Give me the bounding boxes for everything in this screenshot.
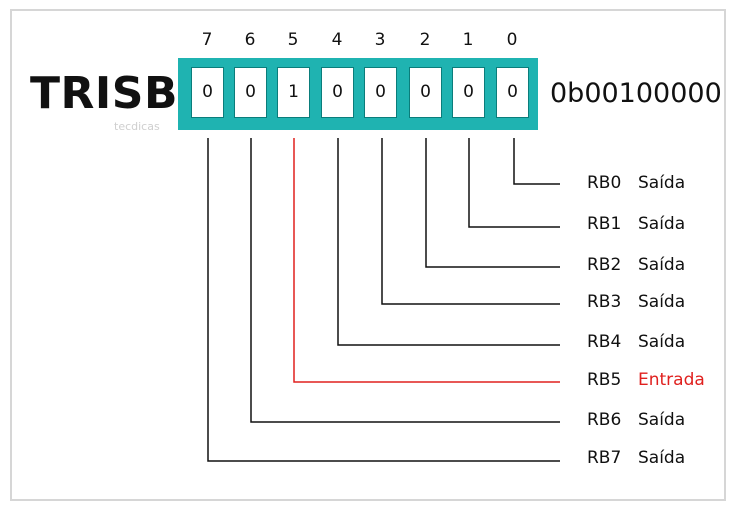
direction-label-rb6: Saída xyxy=(638,410,686,430)
bit-number-1: 1 xyxy=(462,30,474,50)
bit-cell-4: 0 xyxy=(321,67,354,118)
diagram-frame xyxy=(10,9,726,501)
connector-bit7 xyxy=(207,138,560,462)
connector-bit2 xyxy=(425,138,560,268)
direction-label-rb2: Saída xyxy=(638,255,686,275)
pin-label-rb0: RB0 xyxy=(587,173,622,193)
bit-cell-7: 0 xyxy=(191,67,224,118)
bit-cell-2: 0 xyxy=(409,67,442,118)
pin-label-rb5: RB5 xyxy=(587,370,622,390)
direction-label-rb3: Saída xyxy=(638,292,686,312)
direction-label-rb1: Saída xyxy=(638,214,686,234)
bit-cell-6: 0 xyxy=(234,67,267,118)
pin-label-rb1: RB1 xyxy=(587,214,622,234)
direction-label-rb5: Entrada xyxy=(638,370,705,390)
connector-bit0 xyxy=(513,138,560,185)
bit-number-0: 0 xyxy=(506,30,518,50)
direction-label-rb7: Saída xyxy=(638,448,686,468)
pin-label-rb2: RB2 xyxy=(587,255,622,275)
bit-number-5: 5 xyxy=(287,30,299,50)
direction-label-rb0: Saída xyxy=(638,173,686,193)
bit-cell-5: 1 xyxy=(277,67,310,118)
pin-label-rb3: RB3 xyxy=(587,292,622,312)
binary-value: 0b00100000 xyxy=(550,78,722,109)
pin-label-rb7: RB7 xyxy=(587,448,622,468)
bit-number-3: 3 xyxy=(374,30,386,50)
bit-cell-0: 0 xyxy=(496,67,529,118)
bit-number-4: 4 xyxy=(331,30,343,50)
connector-bit5 xyxy=(293,138,560,383)
bit-cell-1: 0 xyxy=(452,67,485,118)
watermark-text: tecdicas xyxy=(114,120,160,133)
bit-cell-3: 0 xyxy=(364,67,397,118)
connector-bit1 xyxy=(468,138,560,228)
connector-bit4 xyxy=(337,138,560,346)
direction-label-rb4: Saída xyxy=(638,332,686,352)
bit-number-2: 2 xyxy=(419,30,431,50)
register-name: TRISB xyxy=(30,68,178,119)
connector-bit6 xyxy=(250,138,560,423)
pin-label-rb4: RB4 xyxy=(587,332,622,352)
pin-label-rb6: RB6 xyxy=(587,410,622,430)
bit-number-6: 6 xyxy=(244,30,256,50)
connector-bit3 xyxy=(381,138,560,305)
bit-number-7: 7 xyxy=(201,30,213,50)
